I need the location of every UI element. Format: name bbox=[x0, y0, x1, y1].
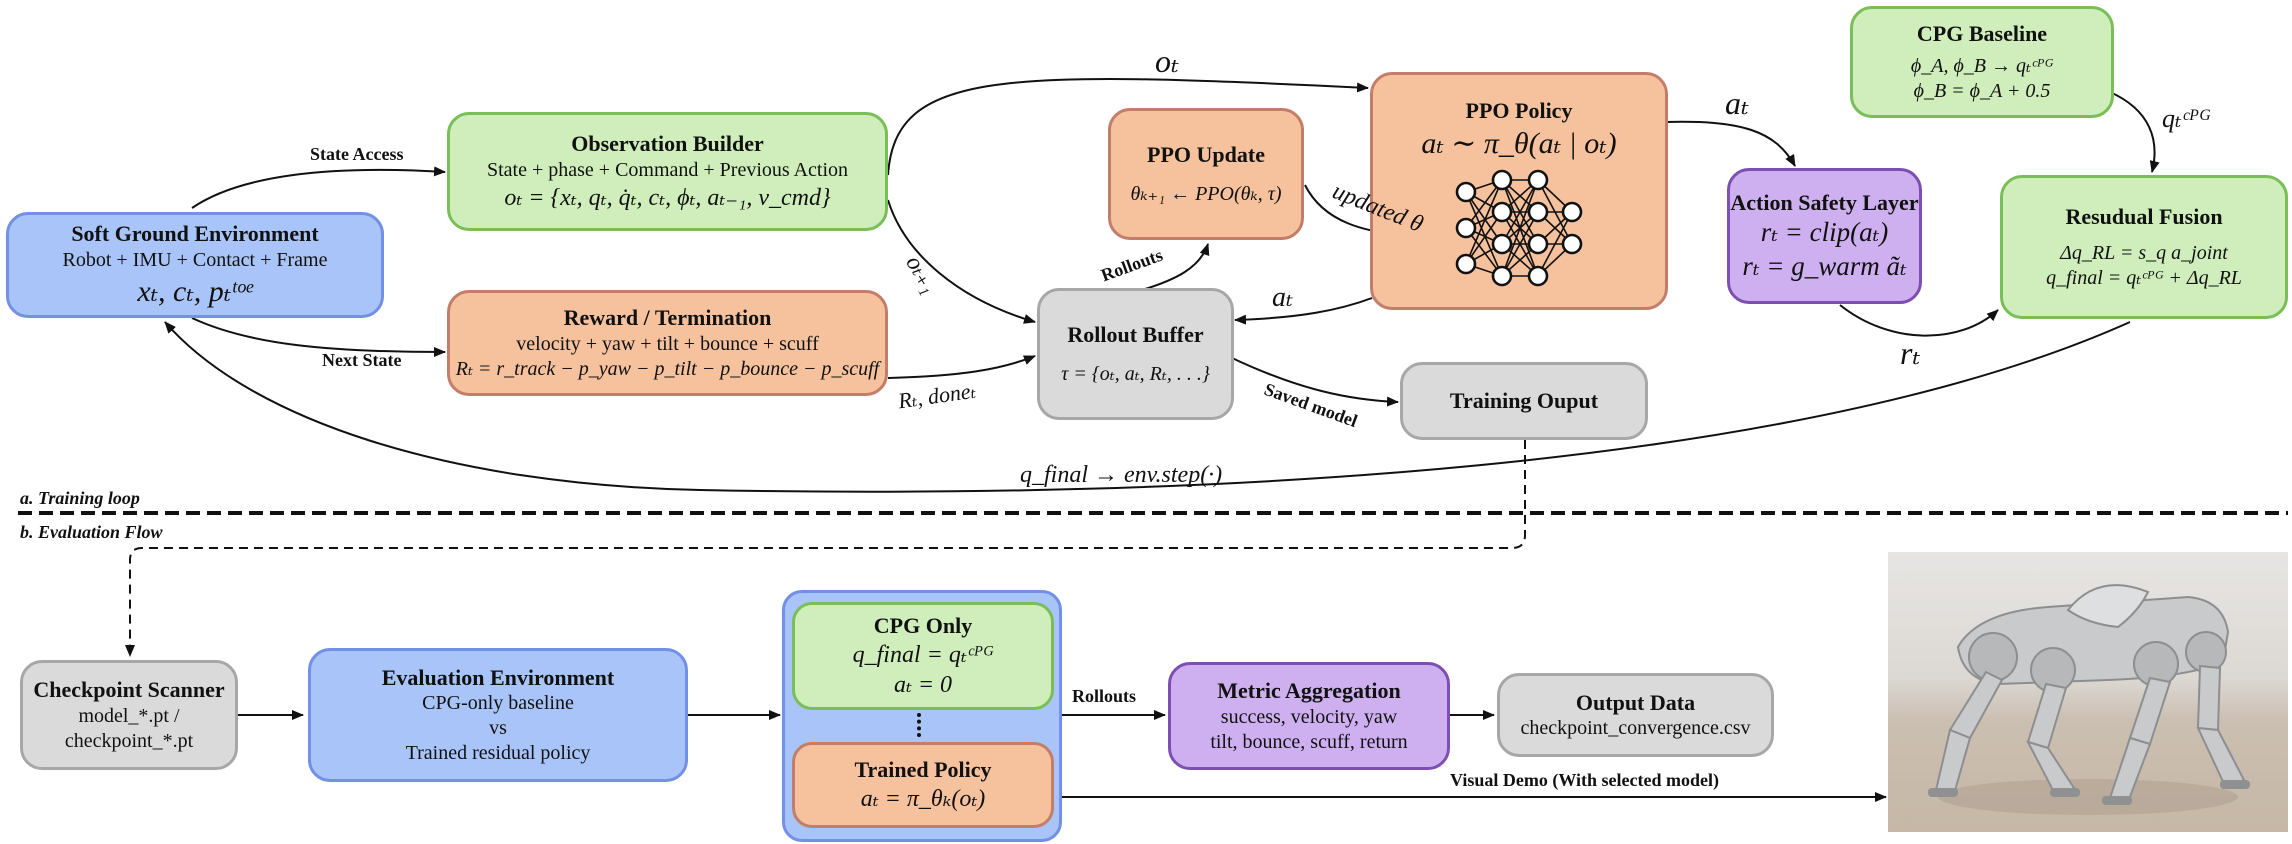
node-formula-2: q_final = qₜᶜᴾᴳ + Δq_RL bbox=[2046, 266, 2242, 289]
label-rollouts-eval: Rollouts bbox=[1072, 686, 1137, 706]
node-title: Checkpoint Scanner bbox=[33, 677, 225, 703]
edge-action-safety bbox=[1664, 120, 1796, 167]
node-formula-2: ϕ_B = ϕ_A + 0.5 bbox=[1913, 79, 2051, 102]
node-formula: aₜ ∼ π_θ(aₜ | oₜ) bbox=[1421, 126, 1617, 160]
vertical-ellipsis bbox=[917, 713, 925, 737]
node-text-3: Trained residual policy bbox=[405, 742, 591, 765]
edge-q-cpg bbox=[2109, 91, 2160, 173]
edge-state-access bbox=[191, 166, 446, 209]
node-text-2: checkpoint_*.pt bbox=[64, 729, 194, 752]
edge-next-observation bbox=[887, 199, 1036, 324]
node-text: velocity + yaw + tilt + bounce + scuff bbox=[516, 332, 819, 355]
output-data-node: Output Data checkpoint_convergence.csv bbox=[1497, 673, 1774, 757]
node-formula: oₜ = {xₜ, qₜ, q̇ₜ, cₜ, ϕₜ, aₜ₋₁, v_cmd} bbox=[504, 184, 831, 211]
node-formula: rₜ = clip(aₜ) bbox=[1760, 217, 1889, 247]
edge-output-to-scanner bbox=[125, 440, 1526, 657]
node-text-2: vs bbox=[489, 717, 507, 740]
trained-policy-node: Trained Policy aₜ = π_θₖ(oₜ) bbox=[792, 742, 1054, 828]
edge-rollouts bbox=[1141, 243, 1210, 291]
node-formula: ϕ_A, ϕ_B → qₜᶜᴾᴳ bbox=[1910, 54, 2054, 77]
label-q-cpg: qₜᶜᴾᴳ bbox=[2162, 104, 2211, 133]
residual-fusion-node: Resudual Fusion Δq_RL = s_q a_joint q_fi… bbox=[2000, 175, 2288, 319]
action-safety-layer-node: Action Safety Layer rₜ = clip(aₜ) rₜ = g… bbox=[1727, 168, 1922, 304]
node-title: PPO Policy bbox=[1465, 98, 1573, 123]
node-formula: xₜ, cₜ, pₜᵗᵒᵉ bbox=[137, 274, 253, 308]
section-label-training: a. Training loop bbox=[20, 488, 140, 508]
observation-builder-node: Observation Builder State + phase + Comm… bbox=[447, 112, 888, 231]
edge-next-state bbox=[191, 317, 446, 357]
node-formula: Rₜ = r_track − p_yaw − p_tilt − p_bounce… bbox=[455, 357, 880, 380]
edge-action-buffer bbox=[1234, 297, 1373, 325]
node-text: State + phase + Command + Previous Actio… bbox=[486, 158, 849, 181]
node-formula: θₖ₊₁ ← PPO(θₖ, τ) bbox=[1130, 183, 1282, 206]
label-action-buffer: aₜ bbox=[1272, 282, 1293, 313]
soft-ground-environment-node: Soft Ground Environment Robot + IMU + Co… bbox=[6, 212, 384, 318]
section-label-evaluation: b. Evaluation Flow bbox=[20, 522, 163, 542]
label-q-final-step: q_final → env.step(·) bbox=[1020, 462, 1223, 488]
node-text: Robot + IMU + Contact + Frame bbox=[62, 248, 328, 271]
ppo-update-node: PPO Update θₖ₊₁ ← PPO(θₖ, τ) bbox=[1108, 108, 1304, 240]
node-formula-2: rₜ = g_warm ãₜ bbox=[1742, 250, 1907, 281]
edge-saved-model bbox=[1231, 357, 1399, 407]
node-title: Evaluation Environment bbox=[381, 664, 615, 690]
node-title: Action Safety Layer bbox=[1730, 189, 1919, 215]
training-output-node: Training Ouput bbox=[1400, 362, 1648, 440]
node-title: Soft Ground Environment bbox=[71, 221, 319, 246]
ppo-policy-node: PPO Policy aₜ ∼ π_θ(aₜ | oₜ) bbox=[1370, 72, 1668, 310]
label-action-safety: aₜ bbox=[1725, 85, 1749, 121]
node-title: Output Data bbox=[1575, 689, 1696, 715]
node-title: Metric Aggregation bbox=[1217, 678, 1401, 704]
label-r-t: rₜ bbox=[1900, 335, 1921, 371]
node-title: PPO Update bbox=[1147, 141, 1265, 167]
node-title: Resudual Fusion bbox=[2065, 204, 2223, 230]
node-text: model_*.pt / bbox=[78, 704, 180, 727]
edge-reward-done bbox=[887, 355, 1036, 379]
node-formula: τ = {oₜ, aₜ, Rₜ, . . .} bbox=[1061, 363, 1210, 386]
node-formula: Δq_RL = s_q a_joint bbox=[2060, 241, 2228, 264]
node-title: CPG Only bbox=[873, 613, 973, 639]
edge-q-final-step bbox=[164, 321, 2131, 493]
reward-termination-node: Reward / Termination velocity + yaw + ti… bbox=[447, 290, 888, 396]
node-title: Observation Builder bbox=[571, 131, 764, 157]
cpg-only-node: CPG Only q_final = qₜᶜᴾᴳ aₜ = 0 bbox=[792, 602, 1054, 710]
rollout-buffer-node: Rollout Buffer τ = {oₜ, aₜ, Rₜ, . . .} bbox=[1037, 288, 1234, 420]
metric-aggregation-node: Metric Aggregation success, velocity, ya… bbox=[1168, 662, 1450, 770]
edge-observation bbox=[887, 78, 1369, 176]
evaluation-environment-node: Evaluation Environment CPG-only baseline… bbox=[308, 648, 688, 782]
node-formula: q_final = qₜᶜᴾᴳ bbox=[852, 641, 994, 668]
robot-demo-image bbox=[1888, 552, 2288, 832]
node-title: Trained Policy bbox=[854, 757, 992, 783]
node-formula: aₜ = π_θₖ(oₜ) bbox=[860, 785, 986, 812]
node-title: Rollout Buffer bbox=[1067, 321, 1204, 347]
node-text: checkpoint_convergence.csv bbox=[1520, 717, 1751, 740]
node-text: success, velocity, yaw bbox=[1220, 705, 1398, 728]
label-next-state: Next State bbox=[322, 350, 402, 370]
node-title: Reward / Termination bbox=[563, 305, 772, 331]
checkpoint-scanner-node: Checkpoint Scanner model_*.pt / checkpoi… bbox=[20, 660, 238, 770]
node-title: CPG Baseline bbox=[1916, 21, 2048, 47]
node-text-2: tilt, bounce, scuff, return bbox=[1210, 730, 1408, 753]
node-formula-2: aₜ = 0 bbox=[893, 671, 953, 698]
quadruped-robot-illustration bbox=[1928, 584, 2250, 815]
node-text: CPG-only baseline bbox=[422, 692, 574, 715]
neural-network-icon bbox=[1455, 169, 1583, 287]
edge-r-t bbox=[1839, 304, 1999, 337]
node-title: Training Ouput bbox=[1449, 388, 1599, 414]
label-visual-demo: Visual Demo (With selected model) bbox=[1450, 770, 1719, 790]
label-observation: oₜ bbox=[1155, 43, 1179, 79]
label-state-access: State Access bbox=[310, 144, 404, 164]
cpg-baseline-node: CPG Baseline ϕ_A, ϕ_B → qₜᶜᴾᴳ ϕ_B = ϕ_A … bbox=[1850, 6, 2114, 118]
